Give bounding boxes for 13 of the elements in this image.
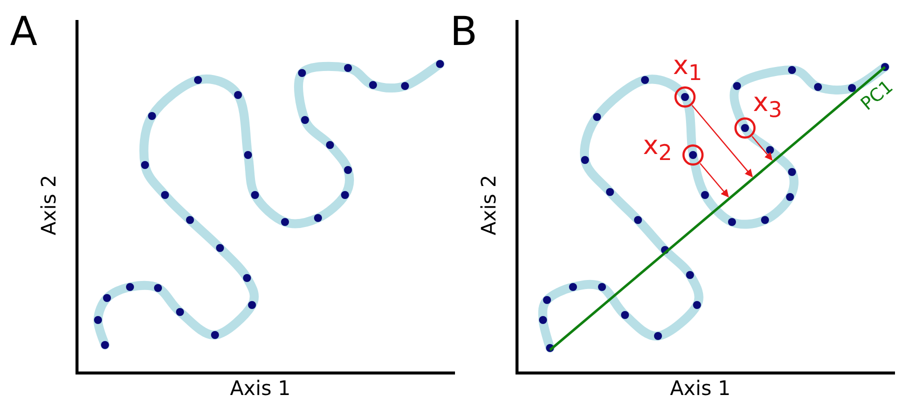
axis-label: PC1 xyxy=(858,78,897,114)
point-label: x$_{1}$ xyxy=(673,53,702,85)
projection-arrow xyxy=(752,136,773,161)
axis-title: Axis 1 xyxy=(670,378,731,398)
axis-title: Axis 1 xyxy=(230,378,291,398)
projection-arrow xyxy=(692,105,753,178)
projection-arrow xyxy=(700,163,729,198)
panel-letter: A xyxy=(10,12,38,52)
point-label: x$_{3}$ xyxy=(753,90,782,122)
point-label: x$_{2}$ xyxy=(643,133,672,165)
axis-title: Axis 2 xyxy=(478,174,498,236)
axis-title: Axis 2 xyxy=(38,174,58,236)
panel-letter: B xyxy=(450,12,478,52)
